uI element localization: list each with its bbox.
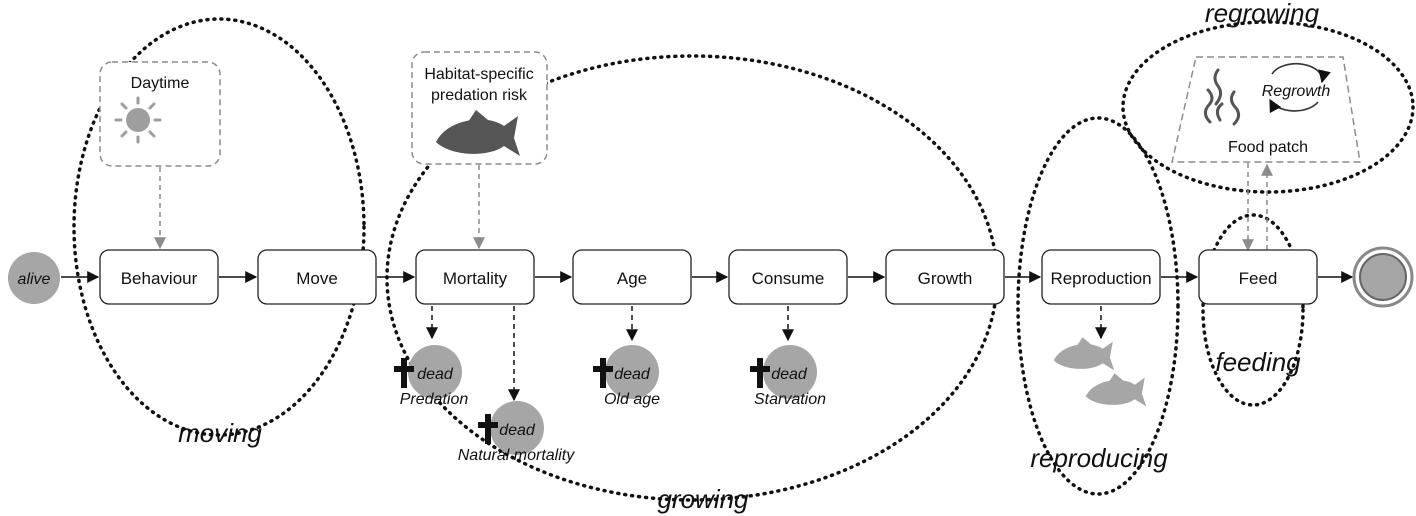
feeding-group-ellipse xyxy=(1201,213,1305,407)
step-reproduction-label: Reproduction xyxy=(1050,269,1151,288)
group-label-feeding: feeding xyxy=(1215,347,1301,377)
reproducing-group-ellipse xyxy=(1016,116,1180,496)
dead-starvation-node: dead Starvation xyxy=(750,345,826,408)
moving-group-ellipse xyxy=(72,17,366,437)
cause-starvation-label: Starvation xyxy=(754,391,826,408)
step-behaviour: Behaviour xyxy=(99,249,219,305)
dead-oldage-node: dead Old age xyxy=(593,345,660,408)
step-consume: Consume xyxy=(728,249,848,305)
step-growth-label: Growth xyxy=(918,269,973,288)
regrowth-label: Regrowth xyxy=(1262,83,1331,100)
seaweed-icon xyxy=(1203,68,1241,126)
step-growth: Growth xyxy=(885,249,1005,305)
step-mortality: Mortality xyxy=(415,249,535,305)
group-label-reproducing: reproducing xyxy=(1030,443,1168,473)
end-state-icon xyxy=(1352,246,1414,308)
dead-natural-label: dead xyxy=(499,422,536,439)
sun-icon xyxy=(114,96,162,144)
regrowing-group-ellipse xyxy=(1121,20,1415,194)
step-age-label: Age xyxy=(617,269,647,288)
predation-risk-line1: Habitat-specific xyxy=(424,66,533,83)
step-consume-label: Consume xyxy=(752,269,825,288)
cause-natural-label: Natural mortality xyxy=(458,447,575,464)
daytime-box xyxy=(99,61,221,167)
step-feed: Feed xyxy=(1198,249,1318,305)
step-move-label: Move xyxy=(296,269,338,288)
group-label-moving: moving xyxy=(178,418,262,448)
dead-natural-node: dead Natural mortality xyxy=(458,401,575,464)
food-patch-box xyxy=(1171,56,1361,163)
group-label-regrowing: regrowing xyxy=(1205,0,1320,28)
step-reproduction: Reproduction xyxy=(1041,249,1161,305)
food-patch-title: Food patch xyxy=(1228,139,1308,156)
group-label-growing: growing xyxy=(657,484,749,514)
cause-predation-label: Predation xyxy=(400,391,469,408)
dead-predation-node: dead Predation xyxy=(394,345,468,408)
daytime-title: Daytime xyxy=(131,75,190,92)
predation-risk-line2: predation risk xyxy=(431,87,528,104)
dead-starvation-label: dead xyxy=(771,366,808,383)
step-behaviour-label: Behaviour xyxy=(121,269,198,288)
offspring-fish-icon xyxy=(1053,337,1115,371)
dead-predation-label: dead xyxy=(417,366,454,383)
alive-label: alive xyxy=(18,271,51,288)
step-feed-label: Feed xyxy=(1239,269,1278,288)
step-age: Age xyxy=(572,249,692,305)
alive-node xyxy=(8,252,60,304)
offspring-fish-icon-2 xyxy=(1085,373,1147,407)
cycle-arrow-icon xyxy=(1269,63,1331,114)
step-mortality-label: Mortality xyxy=(443,269,508,288)
dead-oldage-label: dead xyxy=(614,366,651,383)
cause-oldage-label: Old age xyxy=(604,391,660,408)
step-move: Move xyxy=(257,249,377,305)
